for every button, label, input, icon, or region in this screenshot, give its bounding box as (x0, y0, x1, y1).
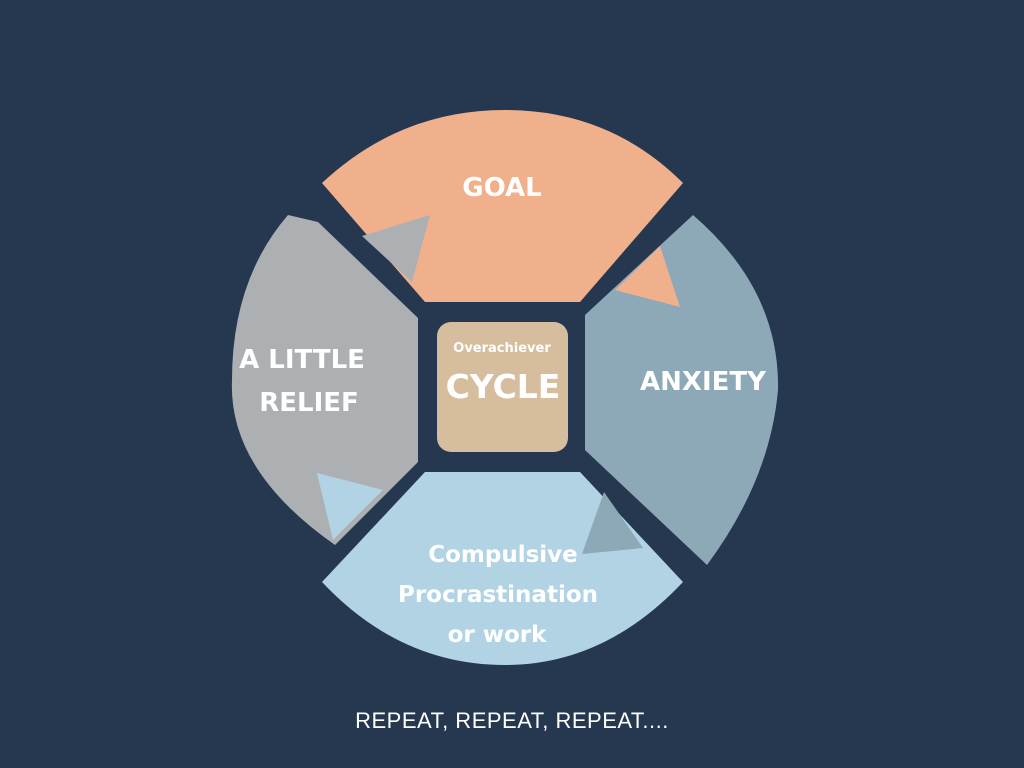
arrow-relief-to-goal (362, 215, 430, 282)
segment-goal (322, 110, 683, 302)
arrow-compulsive-to-relief (317, 473, 383, 540)
segment-compulsive (322, 472, 683, 665)
arrow-goal-to-anxiety (615, 246, 680, 307)
footer-caption: REPEAT, REPEAT, REPEAT.... (355, 708, 669, 733)
compulsive-label-line1: Compulsive (428, 542, 578, 568)
goal-label: GOAL (462, 173, 541, 203)
relief-label-line1: A LITTLE (239, 345, 365, 375)
compulsive-label-line3: or work (448, 622, 548, 648)
anxiety-label: ANXIETY (640, 367, 767, 397)
relief-label-line2: RELIEF (259, 388, 359, 418)
center-box (437, 322, 568, 452)
center-subtitle: Overachiever (453, 341, 551, 356)
center-title: CYCLE (446, 367, 561, 406)
arrow-anxiety-to-compulsive (582, 492, 643, 554)
segment-anxiety (585, 215, 779, 565)
compulsive-label-line2: Procrastination (398, 582, 598, 608)
segment-relief (231, 215, 418, 545)
